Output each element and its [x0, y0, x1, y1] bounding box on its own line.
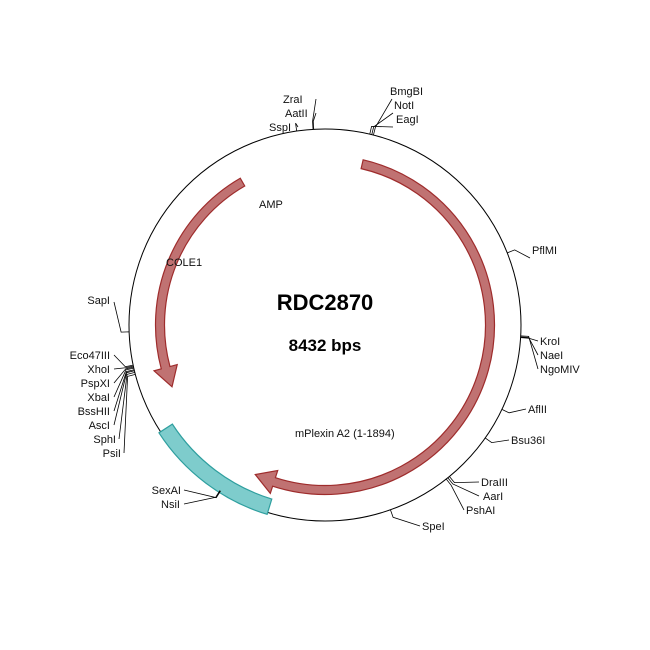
site-tick-aatii — [312, 112, 317, 130]
site-tick-bsshii — [113, 369, 135, 412]
site-label-aari: AarI — [483, 491, 503, 503]
site-label-eco47iii: Eco47III — [70, 350, 110, 362]
site-label-naei: NaeI — [540, 350, 563, 362]
site-label-bmgbi: BmgBI — [390, 86, 423, 98]
feature-label-mplexin-a2-1-1894: mPlexin A2 (1-1894) — [295, 428, 395, 440]
site-tick-pshai — [445, 478, 465, 511]
site-tick-asci — [113, 370, 135, 426]
feature-label-cole1: COLE1 — [166, 257, 202, 269]
site-label-pspxi: PspXI — [81, 378, 110, 390]
site-label-aflii: AflII — [528, 404, 547, 416]
site-label-sphi: SphI — [93, 434, 116, 446]
site-label-psii: PsiI — [103, 448, 121, 460]
site-label-nsii: NsiI — [161, 499, 180, 511]
site-tick-sexai — [183, 489, 221, 499]
site-tick-eagi — [369, 125, 394, 135]
site-label-sexai: SexAI — [152, 485, 181, 497]
site-tick-eco47iii — [113, 354, 134, 368]
feature-arrow-mplexin-a2-1-1894 — [254, 159, 496, 496]
site-tick-bsu36i — [484, 437, 510, 444]
site-label-ngomiv: NgoMIV — [540, 364, 580, 376]
site-label-zrai: ZraI — [283, 94, 303, 106]
site-tick-psii — [123, 374, 136, 454]
site-tick-xhoi — [113, 365, 134, 370]
site-label-sapi: SapI — [87, 295, 110, 307]
site-label-draiii: DraIII — [481, 477, 508, 489]
features-layer: AMP COLE1 mPlexin A2 (1-1894) — [152, 159, 496, 516]
sites-layer: ZraI AatII SspI BmgBI NotI EagI PflMI KroI NaeI N… — [70, 86, 581, 533]
site-label-asci: AscI — [89, 420, 110, 432]
plasmid-name: RDC2870 — [277, 290, 374, 315]
site-tick-sphi — [118, 372, 135, 440]
plasmid-backbone — [128, 128, 522, 522]
site-tick-pspxi — [113, 366, 134, 384]
site-tick-sapi — [113, 301, 130, 333]
plasmid-size: 8432 bps — [289, 336, 362, 355]
site-tick-zrai — [312, 98, 317, 130]
site-tick-ngomiv — [520, 335, 539, 370]
site-label-eagi: EagI — [396, 114, 419, 126]
site-label-xhoi: XhoI — [87, 364, 110, 376]
feature-label-amp: AMP — [259, 199, 283, 211]
site-label-pshai: PshAI — [466, 505, 495, 517]
site-label-kroi: KroI — [540, 336, 560, 348]
site-tick-spei — [390, 509, 421, 527]
site-label-bsu36i: Bsu36I — [511, 435, 545, 447]
site-label-bsshii: BssHII — [78, 406, 110, 418]
feature-arrow-amp — [152, 177, 246, 388]
site-tick-aari — [447, 477, 480, 497]
site-tick-xbai — [113, 367, 134, 398]
site-tick-noti — [371, 112, 394, 135]
site-tick-sspi — [295, 122, 299, 132]
site-label-spei: SpeI — [422, 521, 445, 533]
feature-box-cole1 — [158, 423, 273, 516]
site-tick-nsii — [183, 490, 221, 505]
site-label-xbai: XbaI — [87, 392, 110, 404]
site-label-aatii: AatII — [285, 108, 308, 120]
site-label-sspi: SspI — [269, 122, 291, 134]
site-tick-draiii — [449, 476, 480, 484]
site-label-noti: NotI — [394, 100, 414, 112]
site-label-pflmi: PflMI — [532, 245, 557, 257]
site-tick-pflmi — [507, 249, 531, 259]
site-tick-aflii — [501, 408, 527, 414]
site-tick-bmgbi — [373, 98, 393, 136]
